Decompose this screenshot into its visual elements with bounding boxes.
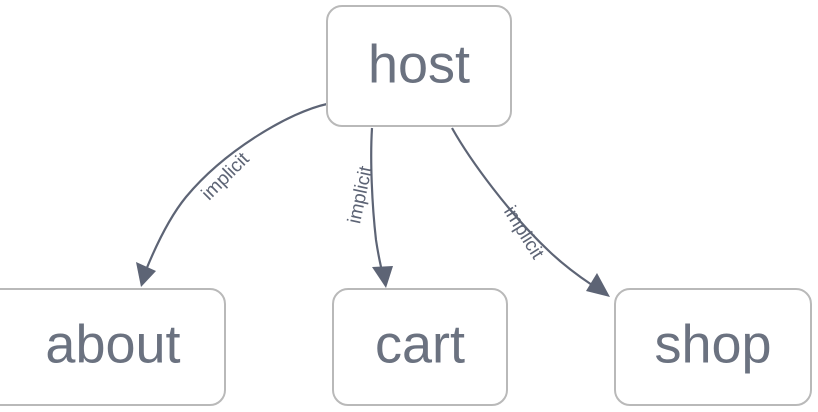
node-cart-box [332, 288, 508, 406]
edge-label-host-shop: implicit [499, 203, 548, 264]
node-about[interactable]: about [0, 288, 226, 406]
node-shop-label: shop [654, 314, 771, 374]
edge-host-cart-arrowhead [372, 266, 393, 288]
node-host[interactable]: host [326, 5, 512, 127]
nodes-layer: host about cart shop [0, 5, 812, 406]
edge-host-cart-path [370, 127, 384, 272]
edge-host-shop-path [451, 127, 593, 286]
node-shop-box [614, 288, 812, 406]
node-about-label: about [45, 314, 180, 374]
node-host-box [326, 5, 512, 127]
edge-host-about[interactable]: implicit [136, 102, 328, 287]
node-cart[interactable]: cart [332, 288, 508, 406]
edge-host-about-path [144, 102, 328, 271]
edge-host-about-arrowhead [136, 262, 156, 287]
node-about-box [0, 288, 226, 406]
node-shop[interactable]: shop [614, 288, 812, 406]
node-host-label: host [368, 34, 470, 94]
edge-host-shop[interactable]: implicit [451, 127, 610, 297]
node-cart-label: cart [375, 314, 465, 374]
edge-host-cart[interactable]: implicit [344, 127, 393, 288]
edges-layer: implicit implicit implicit [136, 102, 610, 297]
edge-host-shop-arrowhead [586, 273, 610, 297]
